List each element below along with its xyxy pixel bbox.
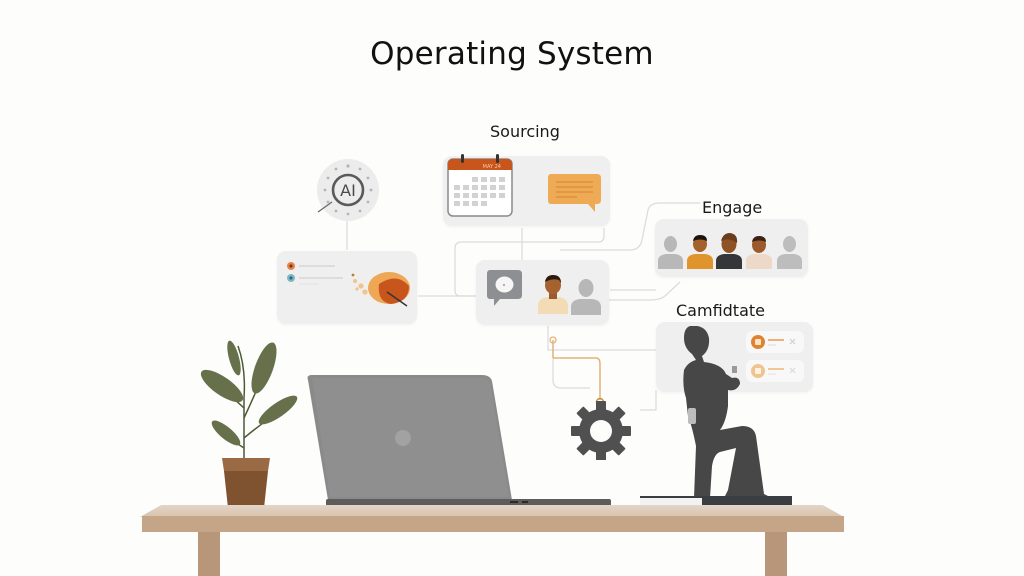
svg-text:AI: AI [340, 181, 356, 200]
analysis-card[interactable] [277, 251, 417, 324]
gear-icon [571, 401, 631, 460]
sourcing-label: Sourcing [490, 122, 560, 141]
chat-bubble-icon [548, 174, 601, 212]
sourcing-card[interactable]: MAY 24 [443, 154, 610, 226]
candidate-row-2[interactable] [746, 360, 804, 382]
desk-leg-left [198, 532, 220, 576]
ai-badge-icon: AI [317, 159, 379, 221]
desk-edge [142, 516, 844, 532]
speech-bubble-icon [487, 270, 522, 306]
calendar-icon: MAY 24 [447, 154, 513, 217]
engage-label: Engage [702, 198, 763, 217]
interview-card[interactable] [476, 260, 609, 325]
candidate-label: Camfidtate [676, 301, 765, 320]
person-icon [538, 275, 568, 314]
candidate-status-icon [751, 335, 796, 349]
laptop-icon [307, 375, 611, 507]
plant-icon [200, 340, 298, 511]
person-silhouette-icon [683, 326, 772, 498]
brain-icon [351, 272, 410, 307]
desk-top [140, 505, 844, 517]
candidate-profile-icon [751, 364, 796, 378]
ai-badge: AI [316, 158, 380, 222]
desk-leg-right [765, 532, 787, 576]
page-title: Operating System [370, 36, 654, 72]
people-group-icon [658, 233, 802, 269]
svg-text:MAY 24: MAY 24 [483, 164, 501, 170]
candidate-row-1[interactable] [746, 331, 804, 353]
person-placeholder-icon [571, 279, 601, 315]
engage-card[interactable] [655, 219, 808, 277]
